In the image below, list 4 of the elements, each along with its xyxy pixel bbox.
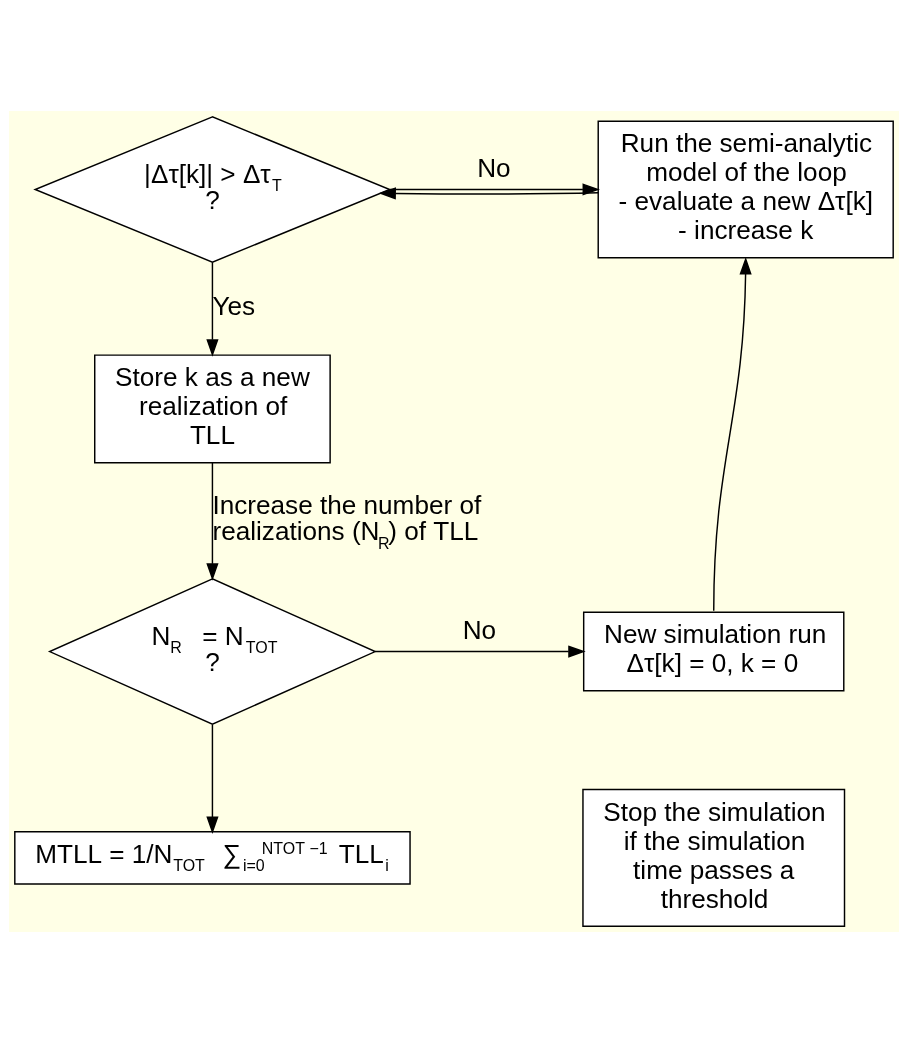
edge-label: Yes [211,290,255,321]
edge-label: No [462,614,496,645]
edge-label: Increase the number of realizations (N$_{R}$) of TLL [211,489,481,552]
edge-label: No [476,152,511,183]
